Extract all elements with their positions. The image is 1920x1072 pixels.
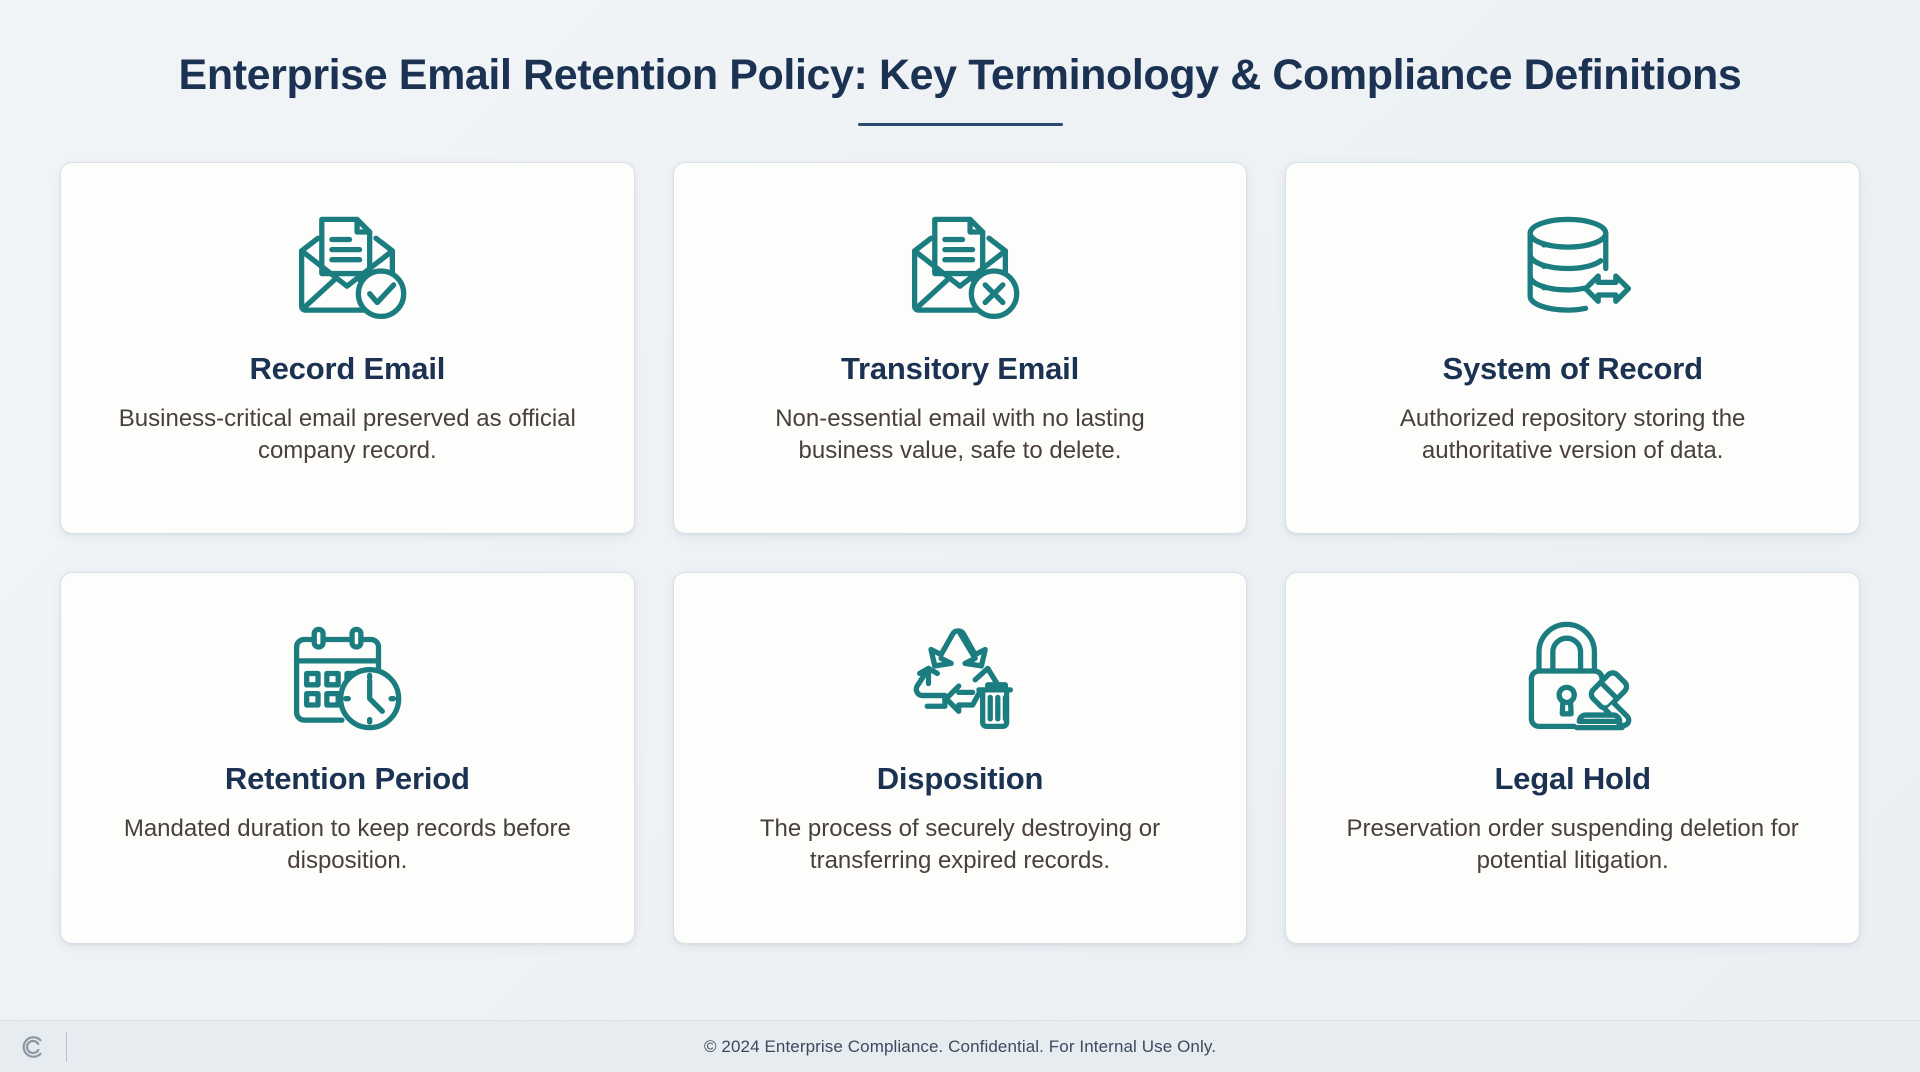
footer-divider <box>66 1031 67 1062</box>
card-title: Record Email <box>249 351 446 387</box>
c-monogram-logo-icon <box>18 1032 48 1062</box>
card-legal-hold[interactable]: Legal Hold Preservation order suspending… <box>1285 572 1860 945</box>
card-description: Non-essential email with no lasting busi… <box>775 404 1145 465</box>
card-title: Legal Hold <box>1494 761 1651 797</box>
card-title: Disposition <box>876 761 1044 797</box>
card-system-of-record[interactable]: System of Record Authorized repository s… <box>1285 162 1860 535</box>
page-title: Enterprise Email Retention Policy: Key T… <box>178 51 1742 99</box>
recycle-trash-icon <box>897 607 1023 745</box>
page-header: Enterprise Email Retention Policy: Key T… <box>0 0 1920 127</box>
database-transfer-icon <box>1510 197 1636 335</box>
title-underline-rule <box>857 123 1063 127</box>
card-transitory-email[interactable]: Transitory Email Non-essential email wit… <box>672 162 1248 535</box>
page-footer: © 2024 Enterprise Compliance. Confidenti… <box>0 1020 1920 1072</box>
footer-brand <box>18 1031 67 1062</box>
card-description: Authorized repository storing the author… <box>1399 404 1746 465</box>
card-retention-period[interactable]: Retention Period Mandated duration to ke… <box>60 572 635 945</box>
footer-copyright: © 2024 Enterprise Compliance. Confidenti… <box>703 1036 1217 1056</box>
card-record-email[interactable]: Record Email Business-critical email pre… <box>60 162 635 535</box>
envelope-document-check-icon <box>284 197 410 335</box>
card-description: The process of securely destroying or tr… <box>759 814 1161 875</box>
card-title: Retention Period <box>224 761 470 797</box>
terminology-card-grid: Record Email Business-critical email pre… <box>60 162 1860 945</box>
envelope-document-x-icon <box>897 197 1023 335</box>
card-description: Business-critical email preserved as off… <box>118 404 576 465</box>
card-disposition[interactable]: Disposition The process of securely dest… <box>672 572 1248 945</box>
card-description: Preservation order suspending deletion f… <box>1346 814 1799 875</box>
card-title: Transitory Email <box>840 351 1079 387</box>
card-title: System of Record <box>1442 351 1703 387</box>
padlock-gavel-icon <box>1510 607 1636 745</box>
card-description: Mandated duration to keep records before… <box>123 814 571 875</box>
calendar-clock-icon <box>284 607 410 745</box>
